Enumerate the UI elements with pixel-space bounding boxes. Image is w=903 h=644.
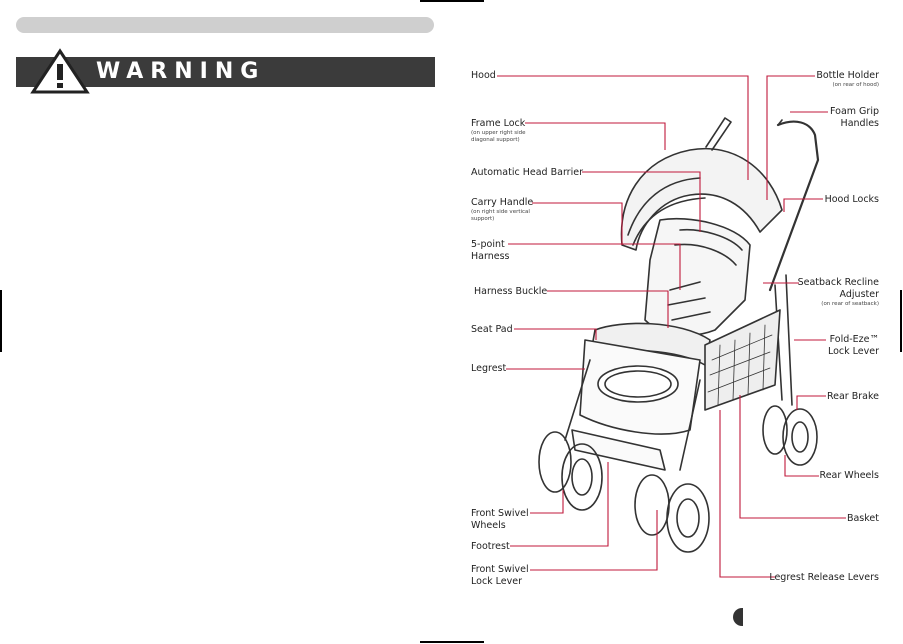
warning-title: WARNING xyxy=(96,59,266,84)
label-head-barrier: Automatic Head Barrier xyxy=(471,167,583,178)
label-front-swivel-lock-2: Lock Lever xyxy=(471,576,523,587)
label-frame-lock-note: (on upper right side diagonal support) xyxy=(471,130,526,143)
label-foam-grip-2: Handles xyxy=(840,118,879,129)
label-rear-brake: Rear Brake xyxy=(826,391,879,402)
label-bottle-holder: Bottle Holder xyxy=(816,70,879,81)
label-front-swivel-wheels-2: Wheels xyxy=(471,520,506,531)
crop-mark xyxy=(900,290,902,352)
crop-mark xyxy=(420,641,484,643)
label-seatback-note: (on rear of seatback) xyxy=(821,301,879,307)
label-hood-locks: Hood Locks xyxy=(824,194,879,205)
label-five-point: 5-point xyxy=(471,239,505,250)
label-front-swivel-wheels: Front Swivel xyxy=(471,508,529,519)
label-seatback-adjuster: Adjuster xyxy=(839,289,879,300)
label-front-swivel-lock: Front Swivel xyxy=(471,564,529,575)
section-header-bar xyxy=(16,17,434,33)
label-frame-lock: Frame Lock xyxy=(471,118,526,129)
warning-triangle-icon xyxy=(30,48,90,94)
label-carry-handle: Carry Handle xyxy=(471,197,534,208)
label-basket: Basket xyxy=(846,513,879,524)
label-carry-handle-note: (on right side vertical support) xyxy=(471,209,530,222)
warning-banner xyxy=(16,57,435,87)
label-rear-wheels: Rear Wheels xyxy=(819,470,879,481)
label-hood: Hood xyxy=(471,70,496,81)
label-legrest: Legrest xyxy=(471,363,507,374)
page-tab-mark xyxy=(733,608,743,626)
label-footrest: Footrest xyxy=(471,541,510,552)
label-harness: Harness xyxy=(471,251,510,262)
label-fold-eze: Fold-Eze™ xyxy=(829,334,879,345)
label-harness-buckle: Harness Buckle xyxy=(474,286,548,297)
label-seat-pad: Seat Pad xyxy=(471,324,513,335)
crop-mark xyxy=(0,290,2,352)
crop-mark xyxy=(420,0,484,2)
label-fold-eze-2: Lock Lever xyxy=(827,346,879,357)
label-bottle-holder-note: (on rear of hood) xyxy=(832,82,879,88)
label-legrest-release: Legrest Release Levers xyxy=(769,572,879,583)
label-foam-grip: Foam Grip xyxy=(830,106,879,117)
label-seatback-recline: Seatback Recline xyxy=(797,277,879,288)
